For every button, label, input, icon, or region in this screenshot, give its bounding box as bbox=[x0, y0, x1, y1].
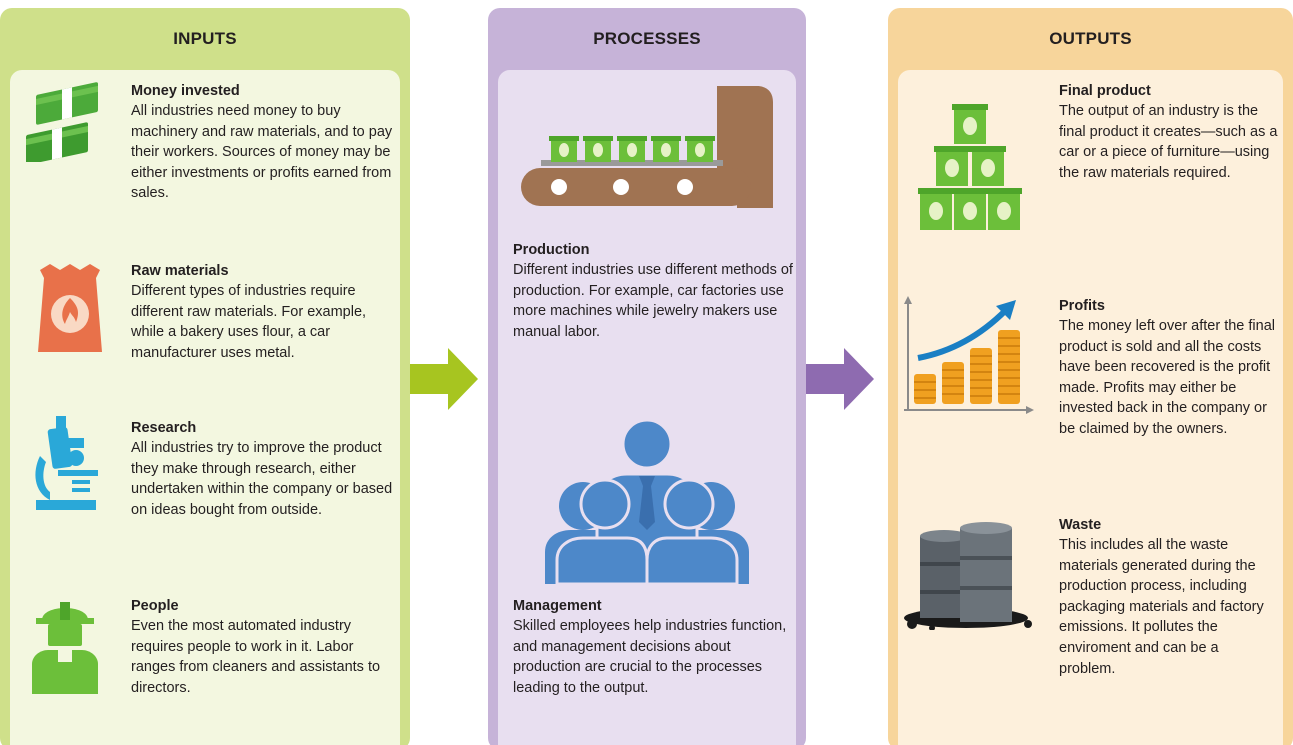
inputs-to-processes-arrow-icon bbox=[410, 348, 478, 410]
processes-title: PROCESSES bbox=[593, 29, 701, 48]
worker-icon bbox=[32, 602, 98, 694]
input-item-title: People bbox=[131, 598, 179, 614]
input-item-text: Different types of industries require di… bbox=[131, 283, 367, 361]
input-item-title: Money invested bbox=[131, 83, 240, 99]
process-item-management: Management Skilled employees help indust… bbox=[513, 596, 798, 698]
input-item-research: Research All industries try to improve t… bbox=[131, 418, 401, 520]
input-item-money: Money invested All industries need money… bbox=[131, 81, 401, 204]
output-item-text: This includes all the waste materials ge… bbox=[1059, 537, 1264, 677]
input-item-text: All industries need money to buy machine… bbox=[131, 103, 393, 202]
output-item-waste: Waste This includes all the waste materi… bbox=[1059, 515, 1279, 679]
stacked-cans-icon bbox=[918, 104, 1022, 230]
inputs-title: INPUTS bbox=[173, 29, 237, 48]
input-item-title: Research bbox=[131, 420, 197, 436]
output-item-title: Final product bbox=[1059, 83, 1151, 99]
oil-barrels-icon bbox=[904, 522, 1032, 630]
process-item-title: Management bbox=[513, 598, 602, 614]
profit-chart-icon bbox=[904, 296, 1034, 414]
input-item-text: All industries try to improve the produc… bbox=[131, 440, 393, 518]
process-item-title: Production bbox=[513, 242, 590, 258]
process-item-text: Different industries use different metho… bbox=[513, 262, 793, 340]
process-item-production: Production Different industries use diff… bbox=[513, 240, 798, 342]
conveyor-belt-icon bbox=[521, 86, 773, 208]
outputs-title: OUTPUTS bbox=[1049, 29, 1132, 48]
output-item-final-product: Final product The output of an industry … bbox=[1059, 81, 1279, 183]
output-item-text: The output of an industry is the final p… bbox=[1059, 103, 1278, 181]
processes-to-outputs-arrow-icon bbox=[806, 348, 874, 410]
microscope-icon bbox=[35, 416, 98, 510]
input-item-text: Even the most automated industry require… bbox=[131, 618, 381, 696]
input-item-people: People Even the most automated industry … bbox=[131, 596, 401, 698]
input-item-title: Raw materials bbox=[131, 263, 229, 279]
team-icon bbox=[545, 418, 749, 584]
money-icon bbox=[26, 82, 98, 162]
process-item-text: Skilled employees help industries functi… bbox=[513, 618, 787, 696]
output-item-title: Waste bbox=[1059, 517, 1102, 533]
raw-materials-sack-icon bbox=[38, 264, 102, 352]
output-item-profits: Profits The money left over after the fi… bbox=[1059, 296, 1279, 440]
output-item-title: Profits bbox=[1059, 298, 1105, 314]
input-item-raw-materials: Raw materials Different types of industr… bbox=[131, 261, 401, 363]
output-item-text: The money left over after the final prod… bbox=[1059, 318, 1275, 437]
